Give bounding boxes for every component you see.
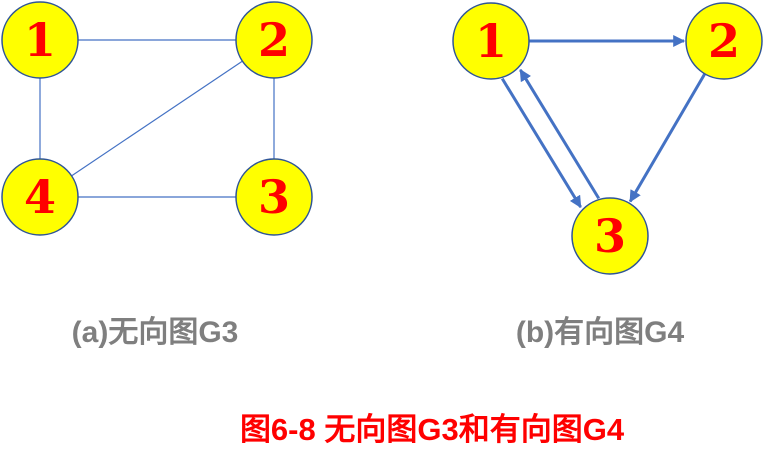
graph-b-node-2-label: 2 (708, 14, 740, 68)
undirected-graph-g3: 1 2 3 4 (a)无向图G3 (1, 1, 313, 349)
directed-graph-g4: 1 2 3 (b)有向图G4 (452, 2, 763, 349)
graph-b-node-2-circle (685, 2, 763, 80)
graph-a-node-3-label: 3 (258, 170, 290, 224)
graph-b-node-3: 3 (571, 197, 649, 275)
graph-b-node-1-label: 1 (475, 14, 507, 68)
graph-a-node-2-label: 2 (258, 13, 290, 67)
graph-a-node-1-circle (1, 1, 79, 79)
graph-b-node-1: 1 (452, 2, 530, 80)
graph-a-node-1-label: 1 (24, 13, 56, 67)
graph-a-nodes: 1 2 3 4 (1, 1, 313, 236)
graph-a-node-4-circle (1, 158, 79, 236)
graph-b-node-1-circle (452, 2, 530, 80)
graph-b-node-3-label: 3 (594, 209, 626, 263)
graph-a-edge-2-4 (71, 60, 243, 177)
graph-a-caption: (a)无向图G3 (72, 316, 239, 349)
graph-b-edges (500, 35, 707, 209)
graph-a-node-2: 2 (235, 1, 313, 79)
graph-b-edge-2-3 (628, 73, 707, 203)
graph-b-node-3-circle (571, 197, 649, 275)
graph-a-node-3: 3 (235, 158, 313, 236)
graph-a-edges (39, 39, 275, 198)
graph-a-node-4-label: 4 (24, 170, 56, 224)
graph-b-node-2: 2 (685, 2, 763, 80)
graph-a-node-2-circle (235, 1, 313, 79)
graph-b-nodes: 1 2 3 (452, 2, 763, 275)
graph-a-node-3-circle (235, 158, 313, 236)
graph-a-node-4: 4 (1, 158, 79, 236)
graph-b-edge-1-3 (500, 77, 582, 209)
graph-b-caption: (b)有向图G4 (516, 316, 685, 349)
graph-a-node-1: 1 (1, 1, 79, 79)
figure-caption: 图6-8 无向图G3和有向图G4 (240, 412, 625, 447)
graph-b-edge-3-1 (519, 68, 601, 200)
